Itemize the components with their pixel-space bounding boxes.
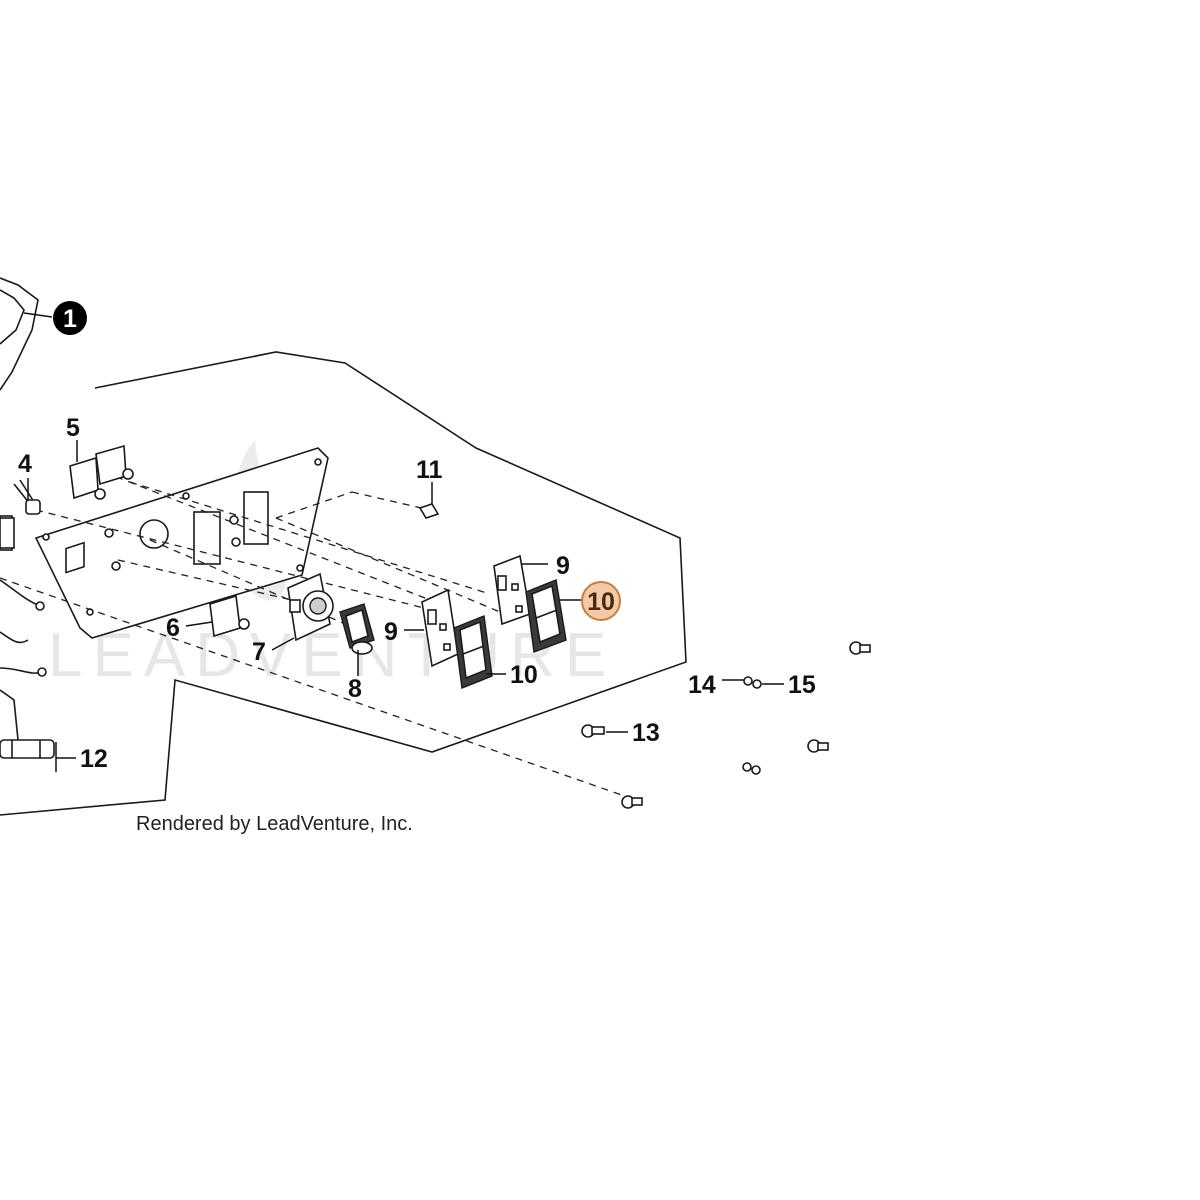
part-6-breaker — [185, 594, 250, 638]
screw-right-upper — [849, 641, 871, 655]
part-10-cover-b — [525, 579, 584, 653]
washer-nut-lower — [742, 762, 761, 775]
callout-12[interactable]: 12 — [80, 745, 108, 773]
callout-1-label: 1 — [63, 305, 77, 333]
part-13-screw-bottom — [621, 795, 643, 809]
callout-9-right[interactable]: 9 — [556, 552, 570, 580]
watermark-text: LEADVENTURE — [48, 621, 616, 690]
part-13-screw — [581, 724, 628, 738]
callout-6[interactable]: 6 — [166, 614, 180, 642]
callout-10-lower[interactable]: 10 — [510, 661, 538, 689]
render-credit: Rendered by LeadVenture, Inc. — [136, 813, 413, 835]
callout-1[interactable]: 1 — [53, 301, 87, 335]
part-14-washer — [722, 676, 753, 686]
part-1-frame — [0, 277, 53, 391]
part-10-cover-a — [453, 615, 506, 689]
part-8-cover — [339, 603, 375, 676]
control-panel-plate — [34, 447, 329, 639]
callout-4[interactable]: 4 — [18, 450, 32, 478]
part-4-capacitor — [0, 478, 41, 549]
part-7-receptacle — [271, 572, 334, 651]
callout-7[interactable]: 7 — [252, 638, 266, 666]
callout-13[interactable]: 13 — [632, 719, 660, 747]
part-15-nut — [752, 679, 784, 689]
assembly-dashed-lines — [0, 471, 637, 801]
housing-outline — [0, 351, 687, 816]
callout-8[interactable]: 8 — [348, 675, 362, 703]
callout-5[interactable]: 5 — [66, 414, 80, 442]
part-5-breakers — [69, 440, 134, 500]
callout-10-highlighted-label: 10 — [587, 588, 615, 616]
callout-10-highlighted[interactable]: 10 — [581, 581, 621, 621]
callout-15[interactable]: 15 — [788, 671, 816, 699]
screw-right-lower — [807, 739, 829, 753]
callout-9-left[interactable]: 9 — [384, 618, 398, 646]
part-11-nut — [418, 482, 440, 519]
callout-11[interactable]: 11 — [416, 456, 443, 484]
callout-14[interactable]: 14 — [688, 671, 716, 699]
